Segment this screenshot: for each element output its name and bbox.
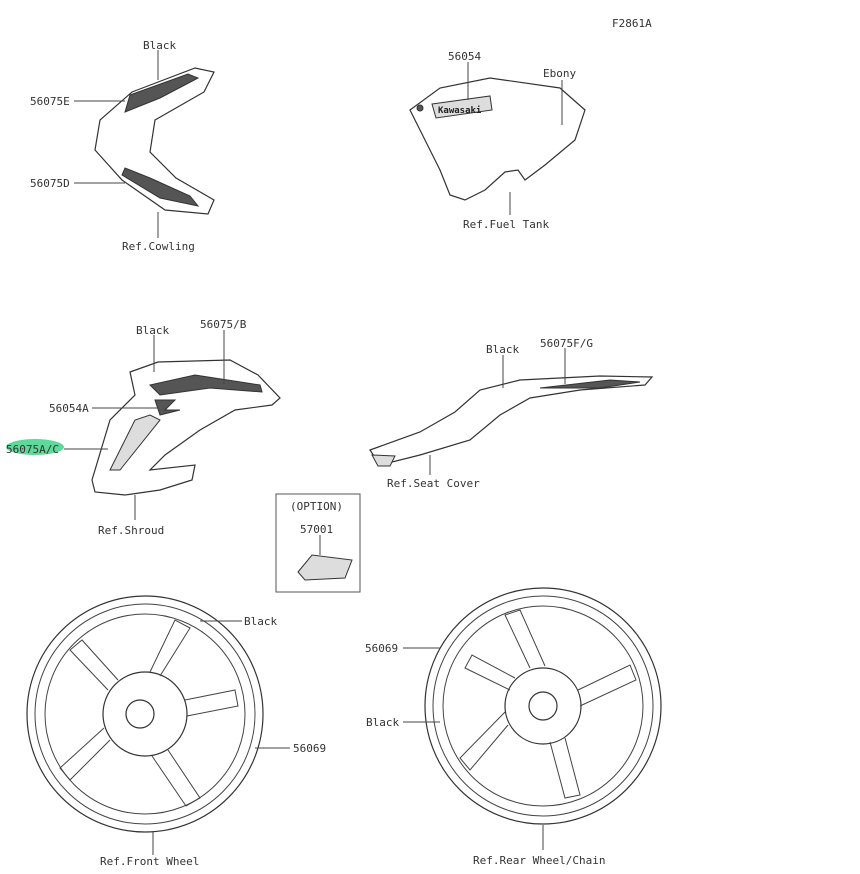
cowling-illustration xyxy=(94,67,215,215)
seat-cover-illustration xyxy=(369,375,654,467)
label-seat-black: Black xyxy=(486,343,519,356)
part-56069-front[interactable]: 56069 xyxy=(293,742,326,755)
front-wheel-illustration xyxy=(26,595,264,833)
ref-seat-cover: Ref.Seat Cover xyxy=(387,477,480,490)
ref-shroud: Ref.Shroud xyxy=(98,524,164,537)
part-56075E[interactable]: 56075E xyxy=(30,95,70,108)
fuel-tank-illustration: Kawasaki xyxy=(409,77,586,201)
part-56075A-C[interactable]: 56075A/C xyxy=(6,443,59,456)
rear-wheel-illustration xyxy=(424,587,662,825)
label-cowl-black: Black xyxy=(143,39,176,52)
ref-front-wheel: Ref.Front Wheel xyxy=(100,855,199,868)
part-56054A[interactable]: 56054A xyxy=(49,402,89,415)
shroud-illustration xyxy=(91,359,281,496)
part-56075F-G[interactable]: 56075F/G xyxy=(540,337,593,350)
label-front-wheel-black: Black xyxy=(244,615,277,628)
ref-rear-wheel: Ref.Rear Wheel/Chain xyxy=(473,854,605,867)
part-56054[interactable]: 56054 xyxy=(448,50,481,63)
part-56069-rear[interactable]: 56069 xyxy=(365,642,398,655)
part-57001[interactable]: 57001 xyxy=(300,523,333,536)
part-56075-B[interactable]: 56075/B xyxy=(200,318,247,331)
option-part-illustration xyxy=(297,554,353,581)
label-tank-ebony: Ebony xyxy=(543,67,576,80)
label-rear-wheel-black: Black xyxy=(366,716,399,729)
part-56075D[interactable]: 56075D xyxy=(30,177,70,190)
ref-fuel-tank: Ref.Fuel Tank xyxy=(463,218,549,231)
label-shroud-black: Black xyxy=(136,324,169,337)
option-title: (OPTION) xyxy=(290,500,343,513)
highlight-marker xyxy=(6,439,64,455)
diagram-id: F2861A xyxy=(612,17,652,30)
kawasaki-logo: Kawasaki xyxy=(438,105,482,116)
ref-cowling: Ref.Cowling xyxy=(122,240,195,253)
